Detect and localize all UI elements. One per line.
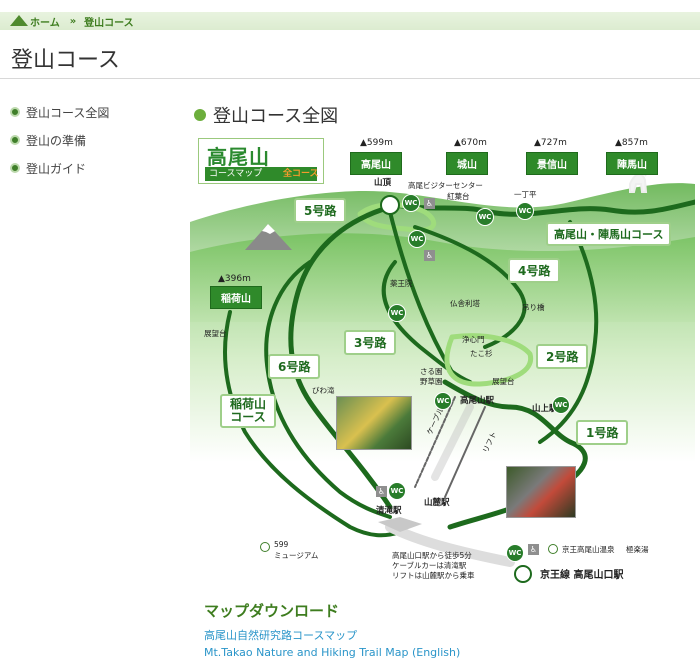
course-map: 高尾山 コースマップ 全コース ▲599m 高尾山 ▲670m 城山 ▲727m… — [190, 132, 695, 587]
bullet-icon — [10, 135, 20, 145]
sidebar-nav: 登山コース全図 登山の準備 登山ガイド — [10, 98, 170, 182]
peak-name-takao: 高尾山 — [350, 152, 402, 175]
label-sanjo-station: 山上駅 — [532, 404, 558, 414]
sidebar-item-course-map[interactable]: 登山コース全図 — [10, 98, 170, 126]
accessibility-icon: ♿ — [376, 486, 387, 497]
route-label-6[interactable]: 6号路 — [268, 354, 321, 379]
label-takosugi: たこ杉 — [470, 349, 493, 358]
section-heading-text: 登山コース全図 — [213, 106, 339, 127]
route-label-2[interactable]: 2号路 — [536, 344, 589, 369]
breadcrumb-separator: » — [69, 15, 77, 27]
route-label-jinba[interactable]: 高尾山・陣馬山コース — [546, 222, 672, 246]
bullet-icon — [10, 107, 20, 117]
breadcrumb: ホーム » 登山コース — [0, 12, 700, 30]
label-tenbodai-west: 展望台 — [204, 329, 227, 338]
page-title: 登山コース — [11, 48, 120, 73]
peak-name-kagenobu: 景信山 — [526, 152, 578, 175]
sidebar-item-preparation[interactable]: 登山の準備 — [10, 126, 170, 154]
label-biwa-falls: びわ滝 — [312, 386, 335, 395]
course-map-logo: 高尾山 コースマップ 全コース — [198, 138, 324, 184]
logo-bar — [205, 167, 317, 181]
accessibility-icon: ♿ — [528, 544, 539, 555]
wc-icon: WC — [408, 230, 426, 248]
bullet-icon — [194, 109, 206, 121]
wc-icon: WC — [506, 544, 524, 562]
breadcrumb-home-link[interactable]: ホーム — [30, 17, 60, 29]
label-museum: ミュージアム — [274, 551, 319, 560]
peak-name-jinba: 陣馬山 — [606, 152, 658, 175]
route-label-3[interactable]: 3号路 — [344, 330, 397, 355]
wc-icon: WC — [402, 194, 420, 212]
label-itchodaira: 一丁平 — [514, 190, 537, 199]
route-label-1[interactable]: 1号路 — [576, 420, 629, 445]
peak-name-inari: 稲荷山 — [210, 286, 262, 309]
mountain-home-icon — [10, 14, 28, 26]
sidebar-item-label: 登山ガイド — [26, 161, 87, 176]
wc-icon: WC — [388, 482, 406, 500]
access-note-1: 高尾山口駅から徒歩5分 — [392, 551, 472, 560]
label-yasoen: 野草園 — [420, 377, 443, 386]
peak-name-shiro: 城山 — [446, 152, 488, 175]
wc-icon: WC — [516, 202, 534, 220]
sidebar-item-label: 登山コース全図 — [26, 105, 110, 120]
download-heading: マップダウンロード — [204, 602, 340, 620]
breadcrumb-current: 登山コース — [84, 17, 134, 29]
access-note-3: リフトは山麓駅から乗車 — [392, 571, 475, 580]
route-label-inari-line1: 稲荷山 — [230, 397, 267, 411]
peak-height-jinba: ▲857m — [615, 138, 648, 148]
label-onsen: 京王高尾山温泉 — [562, 545, 615, 554]
label-kiyotaki-station: 清滝駅 — [376, 506, 402, 516]
sidebar-item-guide[interactable]: 登山ガイド — [10, 154, 170, 182]
peak-height-shiro: ▲670m — [454, 138, 487, 148]
label-saruen: さる園 — [420, 367, 443, 376]
wc-icon: WC — [434, 392, 452, 410]
cable-car-photo — [336, 396, 412, 450]
peak-height-inari: ▲396m — [218, 274, 251, 284]
label-bussharito: 仏舎利塔 — [450, 299, 480, 308]
logo-title: 高尾山 — [207, 145, 270, 169]
accessibility-icon: ♿ — [424, 198, 435, 209]
label-tenbodai: 展望台 — [492, 377, 515, 386]
label-tsuribashi: 吊り橋 — [522, 303, 545, 312]
label-museum-number: 599 — [274, 540, 289, 549]
accessibility-icon: ♿ — [424, 250, 435, 261]
route-label-inari-line2: コース — [230, 410, 266, 424]
route-label-5[interactable]: 5号路 — [294, 198, 347, 223]
peak-height-takao: ▲599m — [360, 138, 393, 148]
sidebar-item-label: 登山の準備 — [26, 133, 87, 148]
label-visitor-center: 高尾ビジターセンター — [408, 181, 483, 190]
label-keio-takaosanguchi: 京王線 高尾山口駅 — [540, 570, 624, 581]
logo-subtitle: コースマップ — [209, 169, 263, 179]
label-takaosan-station: 高尾山駅 — [460, 396, 495, 406]
peak-height-kagenobu: ▲727m — [534, 138, 567, 148]
map-illustration — [190, 165, 695, 583]
title-divider — [0, 78, 700, 79]
lift-photo — [506, 466, 576, 518]
wc-icon: WC — [388, 304, 406, 322]
label-jyoshinmon: 浄心門 — [462, 335, 485, 344]
wc-icon: WC — [552, 396, 570, 414]
route-label-inari[interactable]: 稲荷山 コース — [220, 394, 277, 428]
label-summit: 山頂 — [374, 178, 392, 188]
label-sanroku-station: 山麓駅 — [424, 498, 450, 508]
museum-marker-icon — [260, 542, 270, 552]
section-heading: 登山コース全図 — [194, 102, 338, 128]
access-note-2: ケーブルカーは清滝駅 — [392, 561, 467, 570]
download-link-japanese-map[interactable]: 高尾山自然研究路コースマップ — [204, 629, 358, 642]
logo-highlight: 全コース — [283, 169, 319, 179]
route-label-4[interactable]: 4号路 — [508, 258, 561, 283]
label-momijidai: 紅葉台 — [447, 192, 470, 201]
wc-icon: WC — [476, 208, 494, 226]
onsen-marker-icon — [548, 544, 558, 554]
bullet-icon — [10, 163, 20, 173]
download-link-english-map[interactable]: Mt.Takao Nature and Hiking Trail Map (En… — [204, 646, 461, 659]
label-yakuoin: 薬王院 — [390, 279, 413, 288]
label-gokurakuyu: 極楽湯 — [626, 545, 649, 554]
